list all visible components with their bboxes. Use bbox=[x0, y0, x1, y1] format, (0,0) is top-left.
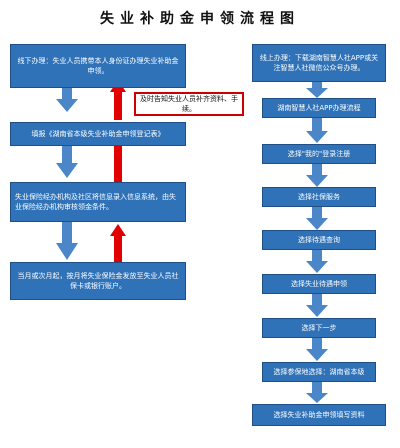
page-title: 失业补助金申领流程图 bbox=[100, 11, 300, 27]
online-step-5-text: 选择待遇查询 bbox=[298, 236, 340, 244]
online-step-5: 选择待遇查询 bbox=[262, 230, 376, 250]
online-step-2: 湖南智慧人社APP办理流程 bbox=[262, 98, 376, 118]
online-step-1: 线上办理：下载湖南智慧人社APP或关注智慧人社微信公众号办理。 bbox=[252, 44, 386, 82]
online-step-6: 选择失业待遇申领 bbox=[262, 274, 376, 294]
right-down-arrow-7 bbox=[306, 338, 328, 361]
right-down-arrow-5 bbox=[306, 250, 328, 273]
offline-step-2: 填报《湖南省本级失业补助金申领登记表》 bbox=[10, 122, 186, 146]
online-step-9: 选择失业补助金申领填写资料 bbox=[252, 404, 386, 426]
down-arrow-3 bbox=[56, 222, 78, 260]
online-step-7-text: 选择下一步 bbox=[301, 324, 337, 332]
offline-step-1: 线下办理：失业人员携带本人身份证办理失业补助金申领。 bbox=[10, 44, 186, 88]
offline-step-4-text: 当月或次月起，按月将失业保险金发放至失业人员社保卡或银行账户。 bbox=[17, 272, 179, 290]
right-down-arrow-1 bbox=[306, 82, 328, 98]
right-down-arrow-2 bbox=[306, 118, 328, 143]
feedback-note-text: 及时告知失业人员补齐资料、手续。 bbox=[140, 95, 238, 113]
right-down-arrow-6 bbox=[306, 294, 328, 317]
feedback-note: 及时告知失业人员补齐资料、手续。 bbox=[134, 92, 244, 116]
online-step-6-text: 选择失业待遇申领 bbox=[291, 280, 347, 288]
online-step-3: 选择"我的"登录注册 bbox=[262, 144, 376, 164]
online-step-3-text: 选择"我的"登录注册 bbox=[287, 150, 351, 158]
online-step-9-text: 选择失业补助金申领填写资料 bbox=[273, 411, 365, 419]
offline-step-3: 失业保险经办机构及社区将信息录入信息系统，由失业保险经办机构审核领金条件。 bbox=[10, 182, 186, 222]
offline-step-2-text: 填报《湖南省本级失业补助金申领登记表》 bbox=[31, 130, 165, 138]
down-arrow-1 bbox=[56, 88, 78, 112]
offline-step-4: 当月或次月起，按月将失业保险金发放至失业人员社保卡或银行账户。 bbox=[10, 262, 186, 300]
online-step-7: 选择下一步 bbox=[262, 318, 376, 338]
down-arrow-2 bbox=[56, 146, 78, 178]
online-step-1-text: 线上办理：下载湖南智慧人社APP或关注智慧人社微信公众号办理。 bbox=[259, 54, 379, 72]
up-arrow-3 bbox=[110, 224, 126, 262]
online-step-8-text: 选择参保地选择：湖南省本级 bbox=[273, 368, 365, 376]
online-step-4: 选择社保服务 bbox=[262, 187, 376, 207]
offline-step-3-text: 失业保险经办机构及社区将信息录入信息系统，由失业保险经办机构审核领金条件。 bbox=[15, 193, 176, 211]
online-step-4-text: 选择社保服务 bbox=[298, 193, 340, 201]
online-step-8: 选择参保地选择：湖南省本级 bbox=[262, 362, 376, 382]
online-step-2-text: 湖南智慧人社APP办理流程 bbox=[277, 104, 361, 112]
offline-step-1-text: 线下办理：失业人员携带本人身份证办理失业补助金申领。 bbox=[17, 57, 179, 75]
right-down-arrow-3 bbox=[306, 164, 328, 187]
right-down-arrow-4 bbox=[306, 207, 328, 230]
right-down-arrow-8 bbox=[306, 382, 328, 403]
